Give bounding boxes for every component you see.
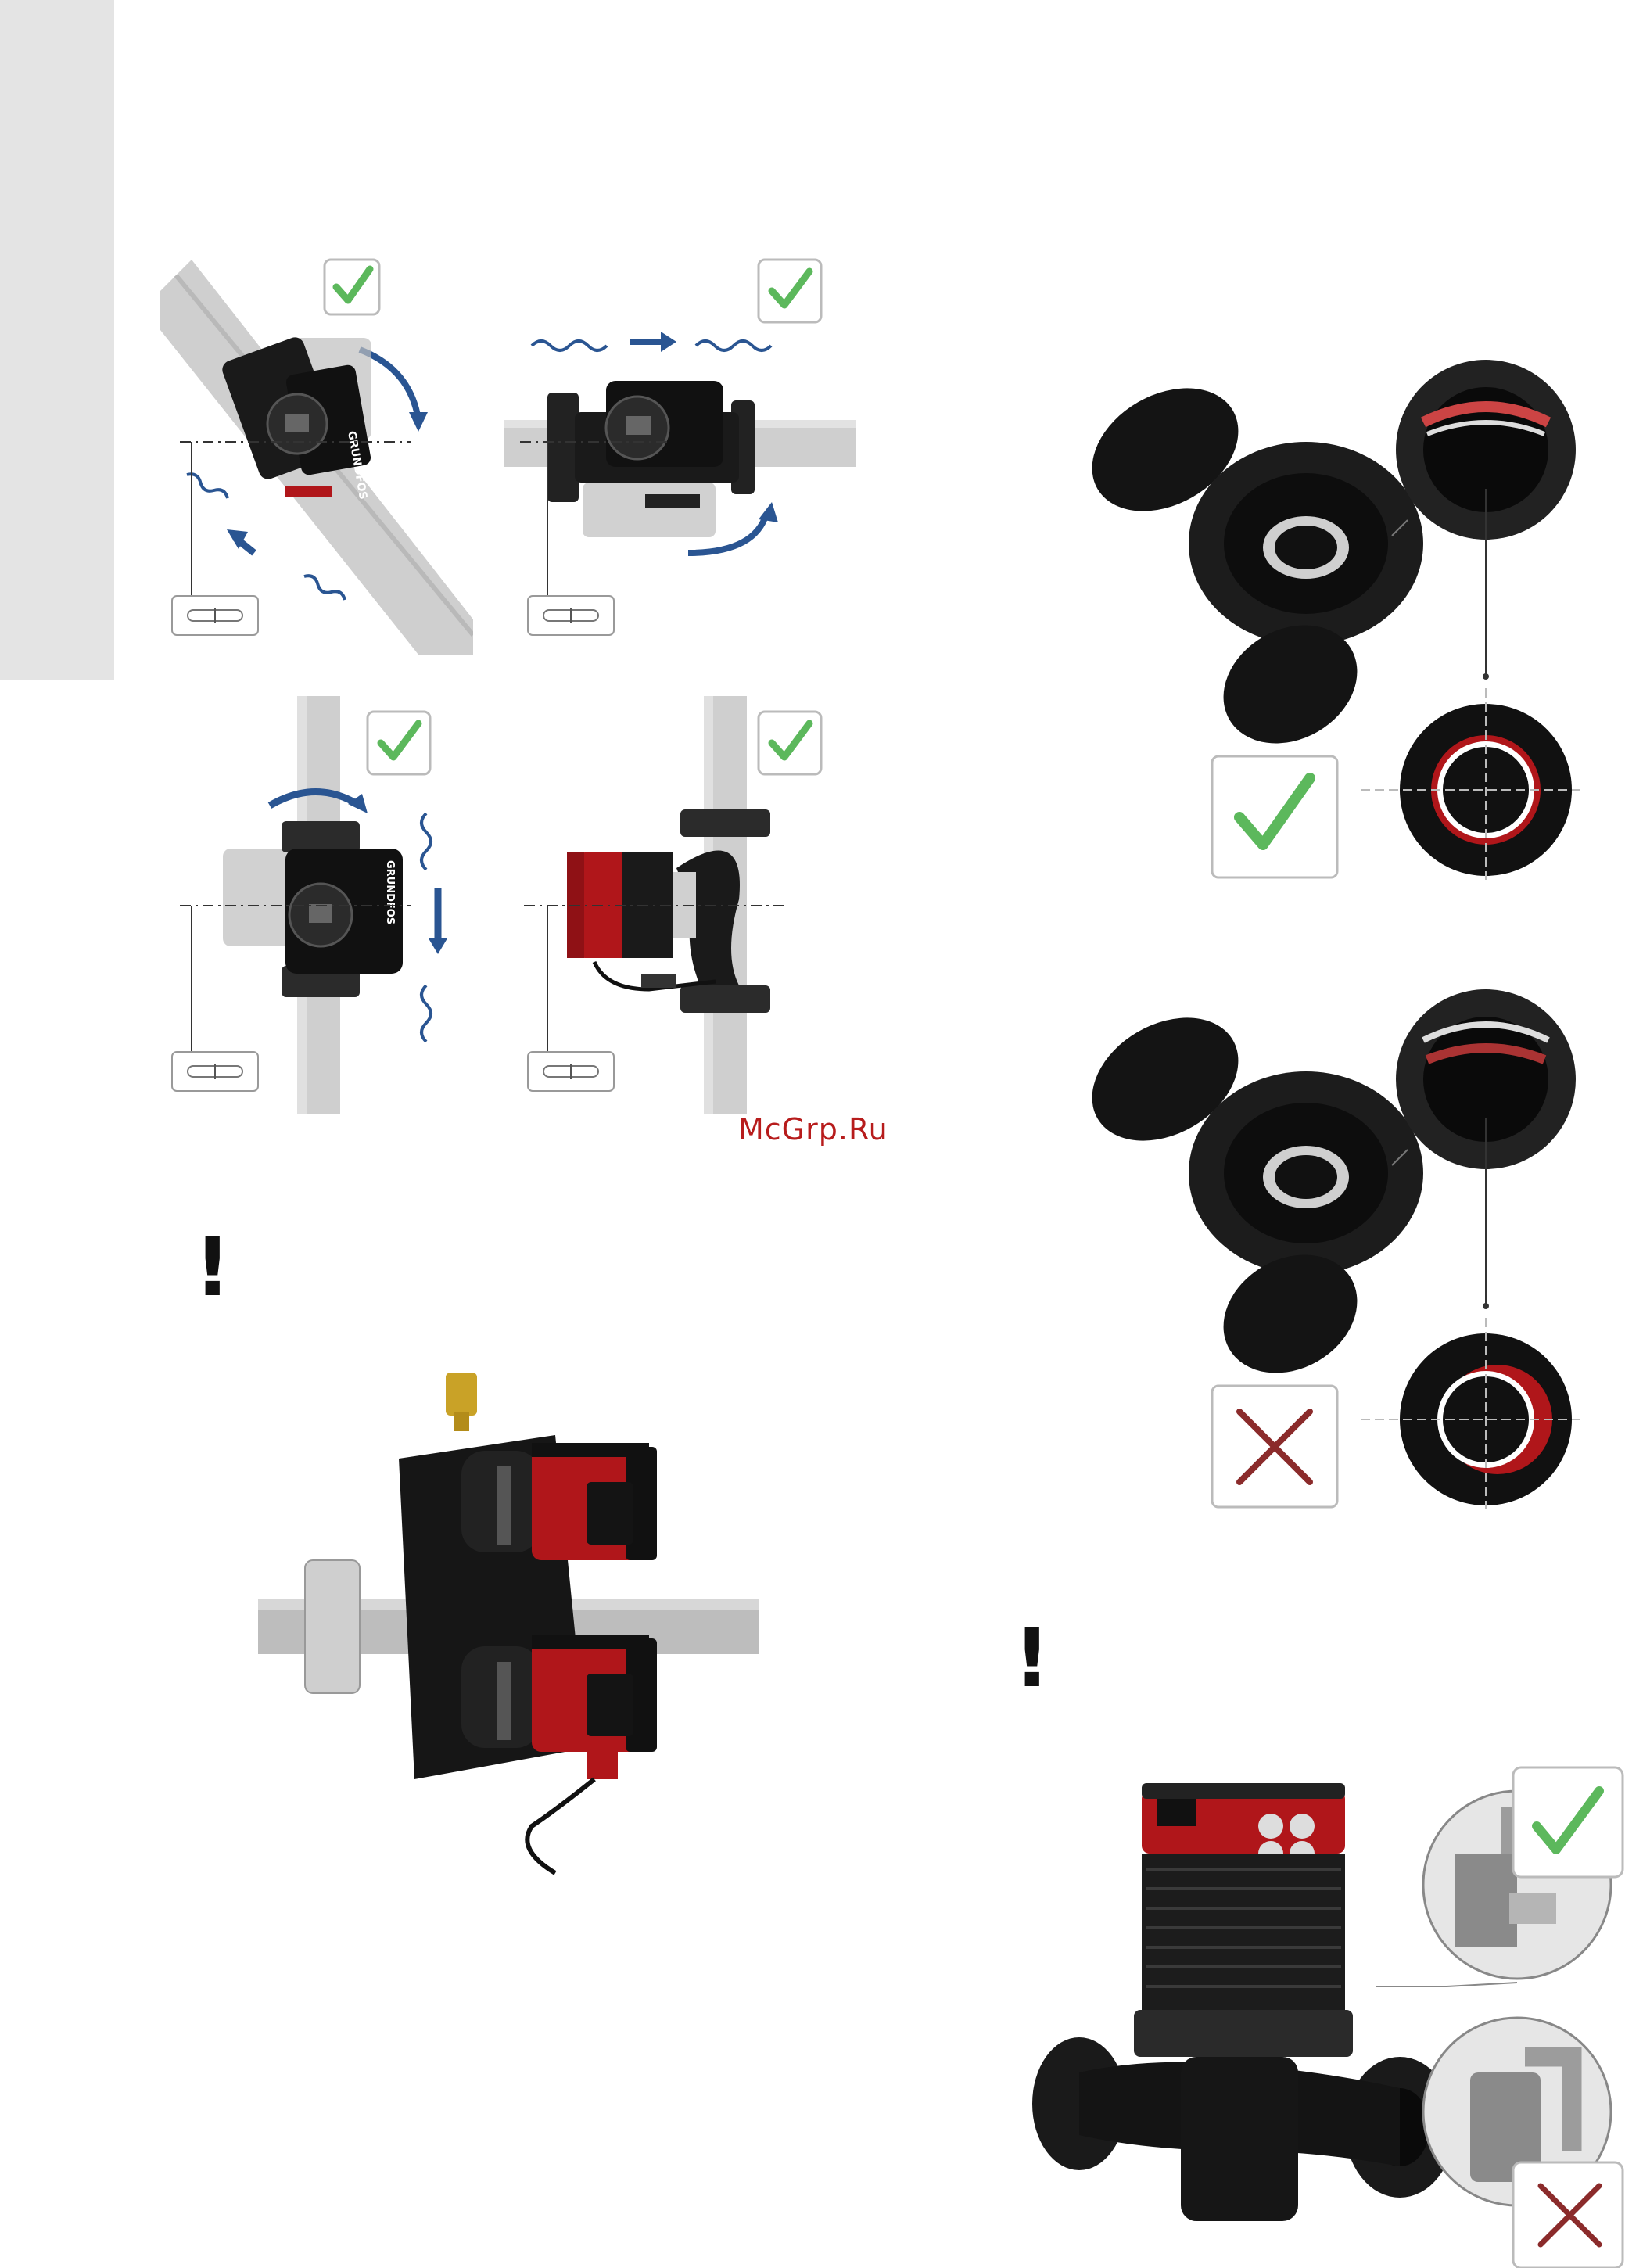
side-tab — [0, 0, 114, 680]
seal-incorrect-illustration — [1071, 985, 1580, 1509]
brand-label: GRUNDFOS — [384, 860, 396, 924]
twin-pump-illustration — [258, 1373, 759, 1881]
seal-correct-illustration — [1071, 356, 1580, 880]
install-panel-side-view — [504, 696, 856, 1114]
install-panel-inclined: GRUNDFOS — [160, 244, 473, 655]
flow-wave-icon — [421, 813, 431, 870]
install-panel-vertical: GRUNDFOS — [160, 696, 473, 1114]
warning-icon-right: ! — [1013, 1617, 1050, 1699]
warning-icon-left: ! — [194, 1226, 231, 1308]
check-box — [1513, 1767, 1623, 1877]
insulation-detail-illustration — [1032, 1760, 1625, 2268]
flow-wave-icon — [532, 341, 607, 350]
watermark: McGrp.Ru — [738, 1112, 888, 1147]
check-box — [1212, 756, 1337, 877]
install-panel-horizontal — [504, 244, 856, 655]
